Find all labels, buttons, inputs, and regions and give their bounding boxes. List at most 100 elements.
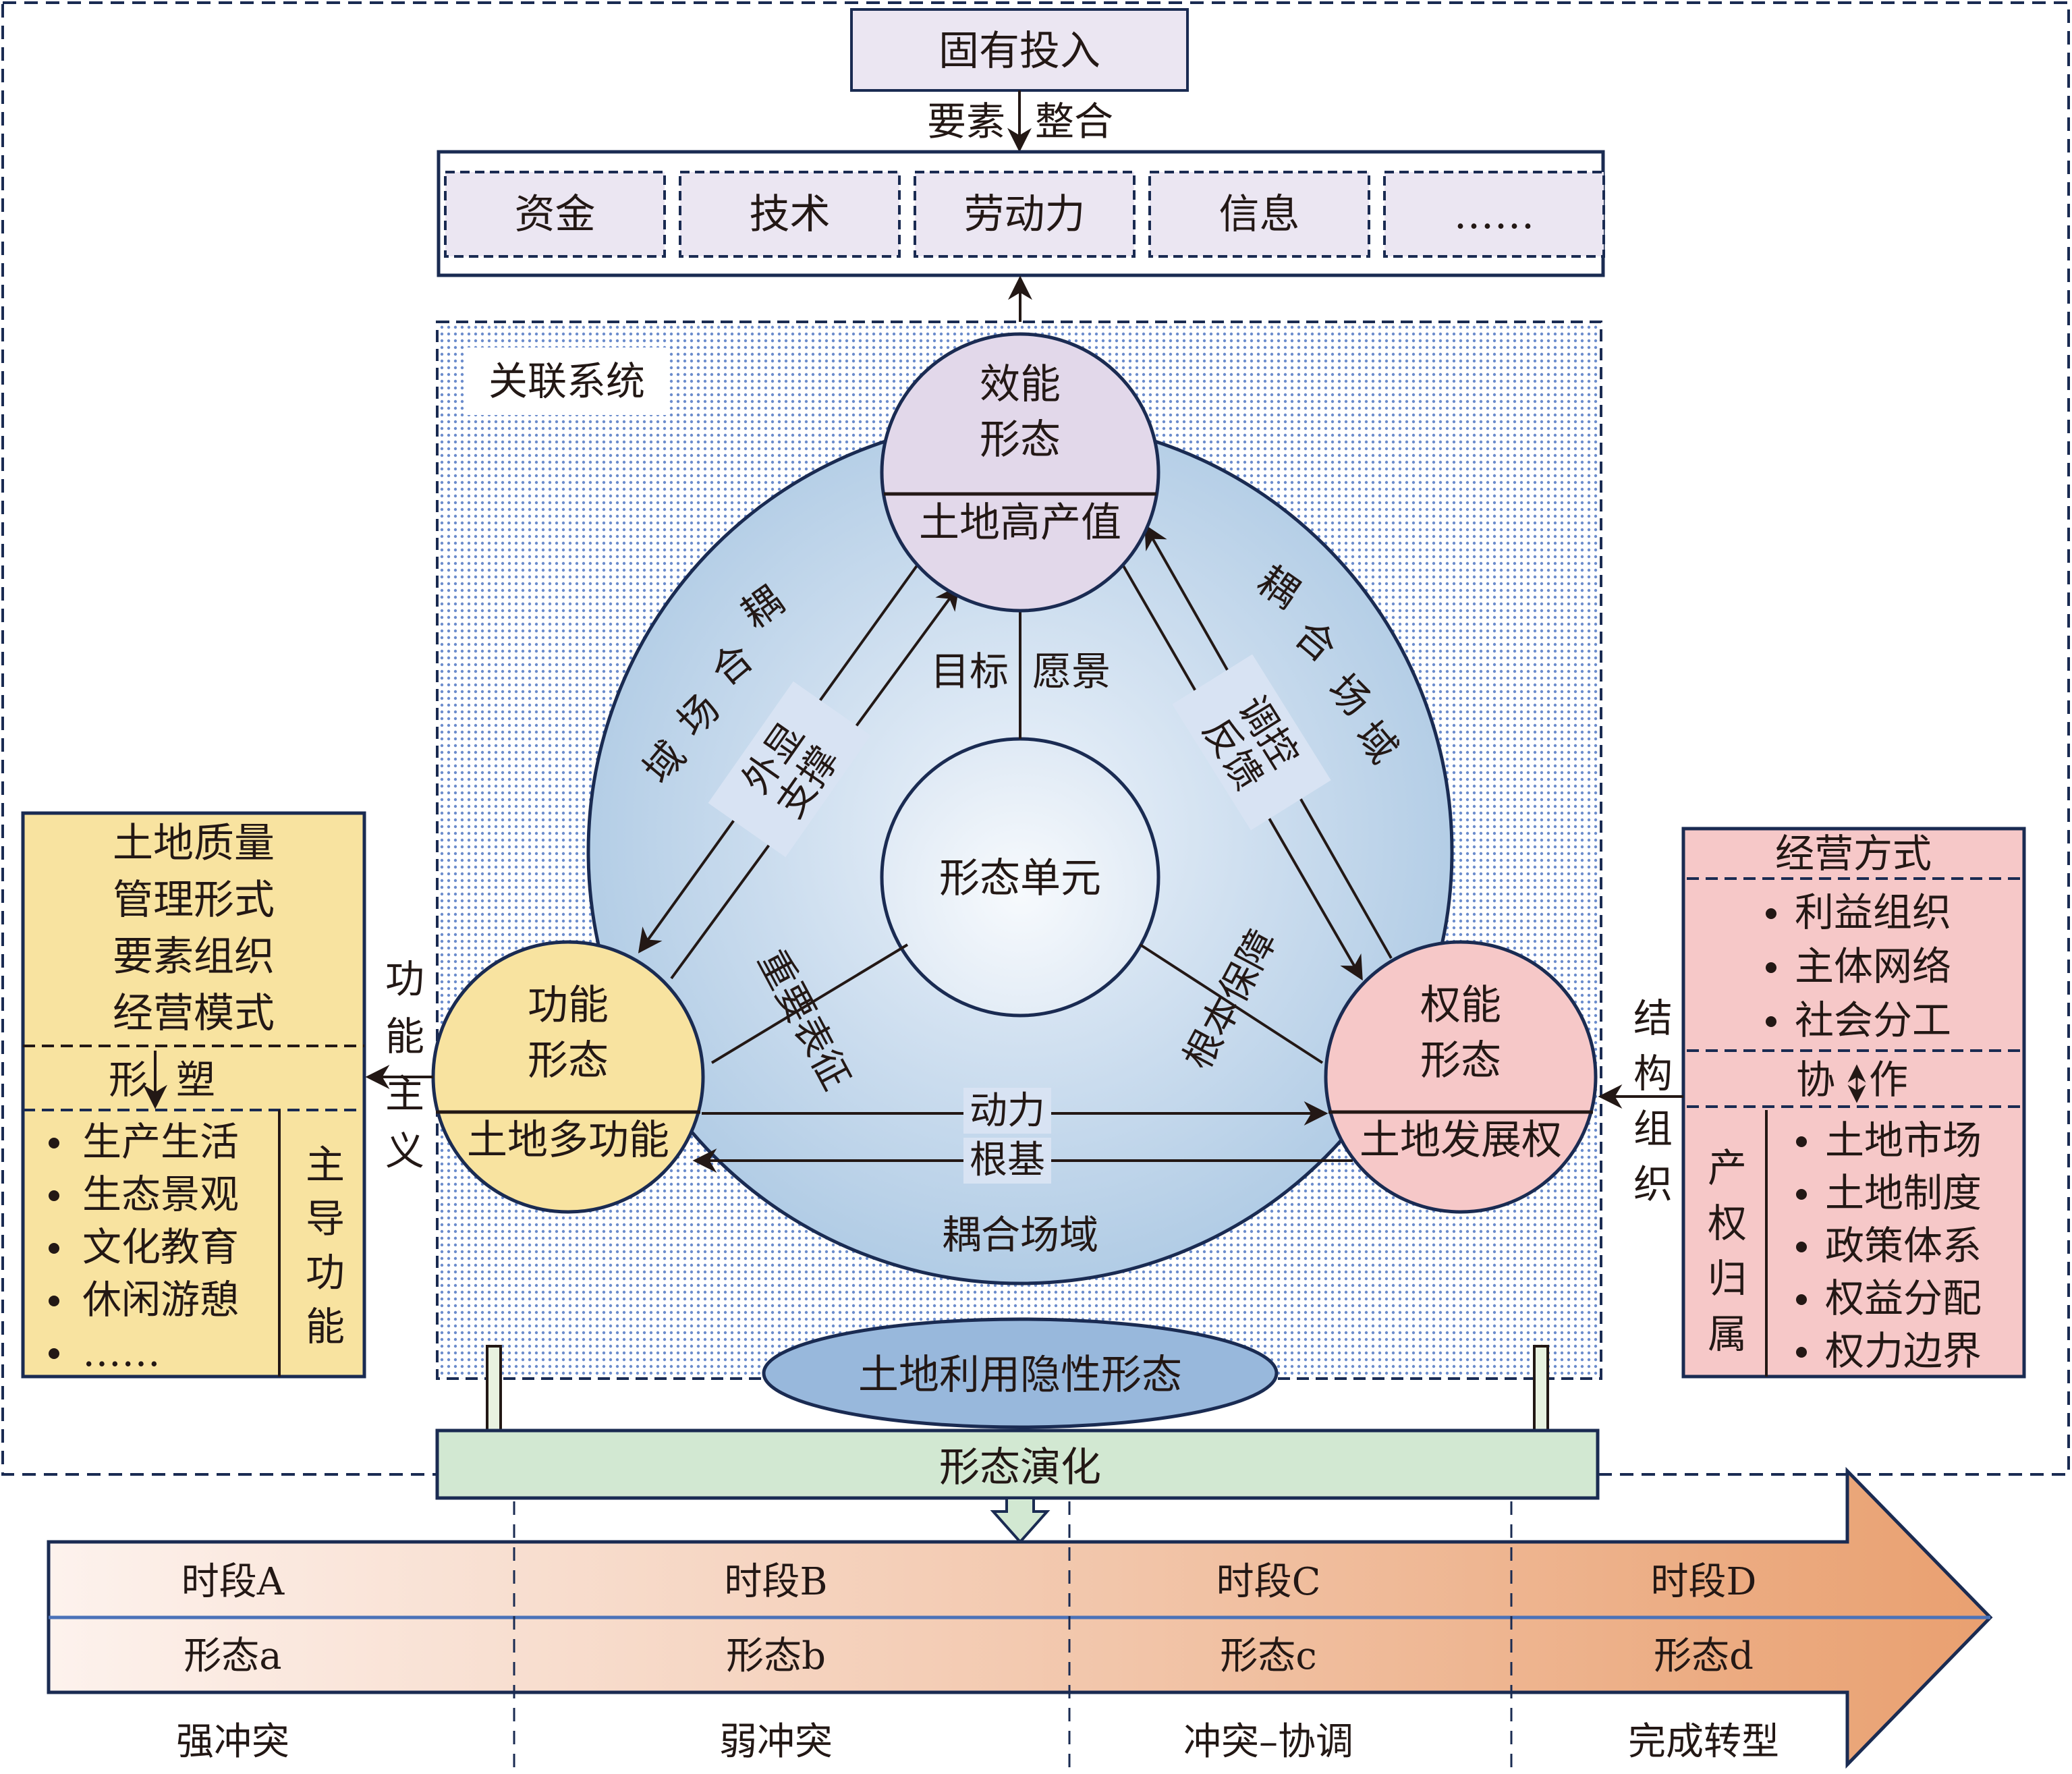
dominant-function-label: 主导功能 (299, 1144, 345, 1360)
representation-link (710, 943, 909, 1064)
factor-item: 土地质量 (113, 820, 275, 867)
factor-item: 要素组织 (113, 933, 275, 980)
efficiency-form-node[interactable]: 效能 形态 土地高产值 (880, 332, 1160, 613)
evolution-box (435, 1429, 1600, 1500)
coupling-field-label-bottom: 耦合场域 (942, 1212, 1098, 1258)
coop-label-right: 作 (1869, 1057, 1908, 1103)
function-item: 生产生活 (82, 1119, 239, 1165)
element-box: 劳动力 (914, 171, 1136, 258)
management-title: 经营方式 (1775, 831, 1932, 877)
multifunction-label: 土地多功能 (467, 1117, 669, 1164)
bullet-icon (49, 1190, 59, 1201)
shape-label-left: 形 (109, 1057, 148, 1103)
outer-boundary (1, 1, 2070, 1476)
institution-item: 土地市场 (1825, 1117, 1982, 1163)
rights-line1: 权能 (1420, 982, 1501, 1029)
structure-organization-label: 结构组织 (1627, 997, 1673, 1219)
management-item: 主体网络 (1795, 943, 1951, 989)
function-item: 休闲游憩 (82, 1277, 239, 1323)
form-label: 形态a (184, 1634, 281, 1678)
form-label: 形态c (1220, 1634, 1316, 1678)
hidden-form-ellipse (762, 1317, 1279, 1429)
functionalism-label: 功能主义 (379, 958, 424, 1188)
institution-item: 权力边界 (1825, 1328, 1982, 1374)
function-item: 生态景观 (82, 1171, 239, 1217)
bullet-icon (49, 1296, 59, 1306)
element-label: 技术 (750, 191, 831, 238)
period-label: 时段B (724, 1560, 827, 1604)
management-item: 利益组织 (1795, 889, 1951, 935)
element-label: …… (1454, 191, 1535, 238)
element-label: 资金 (515, 191, 596, 238)
element-label: 信息 (1219, 191, 1300, 238)
bullet-icon (1766, 1016, 1776, 1027)
period-label: 时段A (181, 1560, 285, 1604)
elements-row: 资金 技术 劳动力 信息 …… (444, 171, 1605, 258)
high-output-label: 土地高产值 (919, 499, 1121, 547)
factor-item: 管理形式 (113, 877, 275, 924)
coop-label-left: 协 (1796, 1057, 1835, 1103)
vision-label: 愿景 (1032, 648, 1111, 694)
function-line1: 功能 (528, 982, 609, 1029)
management-item: 社会分工 (1795, 997, 1951, 1043)
element-box: 技术 (679, 171, 901, 258)
system-title: 关联系统 (488, 358, 645, 404)
institution-item: 权益分配 (1825, 1275, 1982, 1321)
driving-force-label: 动力 (970, 1089, 1045, 1133)
state-label: 冲突–协调 (1183, 1720, 1353, 1764)
foundation-label-bg (963, 1138, 1051, 1184)
goal-label: 目标 (930, 648, 1009, 694)
driving-label-bg (963, 1088, 1051, 1134)
bullet-icon (49, 1348, 59, 1359)
bullet-icon (1766, 962, 1776, 973)
system-title-bg (466, 348, 668, 415)
form-label: 形态d (1654, 1634, 1754, 1678)
institution-item: 政策体系 (1825, 1223, 1982, 1269)
guarantee-link (1139, 943, 1324, 1064)
bullet-icon (1796, 1189, 1807, 1200)
development-right-label: 土地发展权 (1360, 1117, 1562, 1164)
bullet-icon (1796, 1136, 1807, 1147)
efficiency-line1: 效能 (980, 361, 1061, 408)
fixed-input-box: 固有投入 (850, 8, 1189, 92)
evolution-down-arrow (990, 1497, 1051, 1545)
institution-item: 土地制度 (1825, 1170, 1982, 1216)
form-unit-label: 形态单元 (939, 855, 1101, 902)
bullet-icon (1766, 908, 1776, 919)
element-label: 劳动力 (964, 191, 1086, 238)
state-label: 弱冲突 (719, 1720, 833, 1764)
integration-label-right: 整合 (1035, 99, 1113, 144)
rights-line2: 形态 (1420, 1037, 1501, 1084)
period-label: 时段C (1216, 1560, 1321, 1604)
rights-form-node[interactable]: 权能 形态 土地发展权 (1324, 940, 1598, 1214)
state-label: 强冲突 (176, 1720, 289, 1764)
form-label: 形态b (726, 1634, 826, 1678)
bullet-icon (49, 1138, 59, 1148)
fixed-input-label: 固有投入 (939, 28, 1100, 75)
bullet-icon (1796, 1294, 1807, 1305)
period-label: 时段D (1651, 1560, 1757, 1604)
function-form-node[interactable]: 功能 形态 土地多功能 (431, 940, 705, 1214)
property-rights-label: 产权归属 (1701, 1147, 1747, 1368)
function-item: …… (82, 1329, 161, 1375)
foundation-label: 根基 (970, 1138, 1045, 1182)
evolution-label: 形态演化 (939, 1444, 1101, 1491)
state-label: 完成转型 (1628, 1720, 1779, 1764)
element-box: …… (1383, 171, 1605, 258)
integration-label-left: 要素 (927, 99, 1005, 144)
function-item: 文化教育 (82, 1224, 239, 1270)
timeline-columns: 时段A 形态a 强冲突 时段B 形态b 弱冲突 时段C 形态c 冲突–协调 时段D 形态d 完成转型 (176, 1560, 1779, 1764)
bullet-icon (1796, 1242, 1807, 1252)
bullet-icon (49, 1243, 59, 1254)
bullet-icon (1796, 1347, 1807, 1358)
element-box: 信息 (1148, 171, 1370, 258)
factor-item: 经营模式 (113, 990, 275, 1037)
